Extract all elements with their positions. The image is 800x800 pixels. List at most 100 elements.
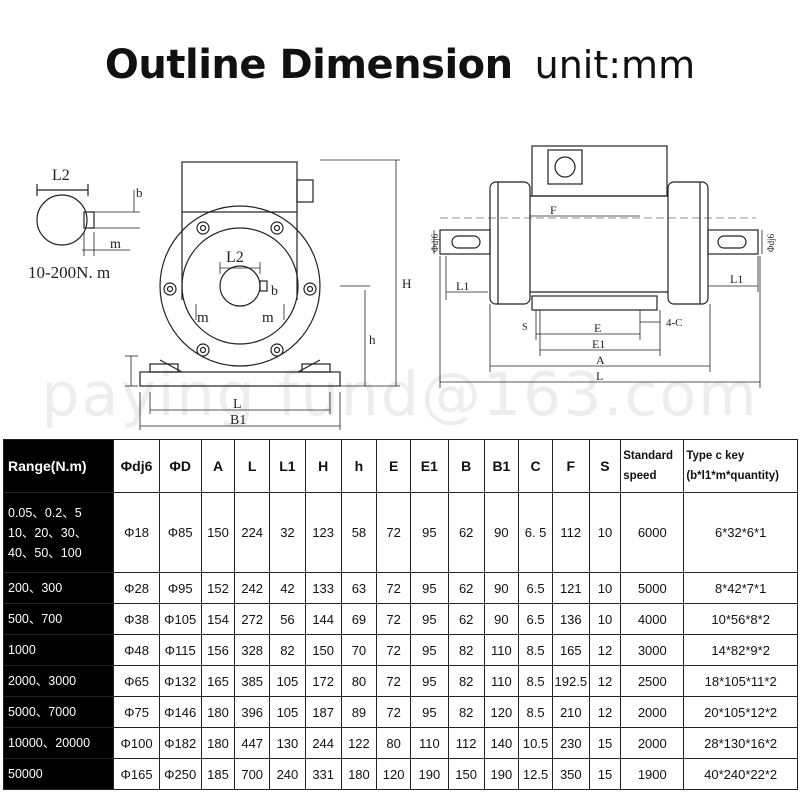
cell-key: 28*130*16*2 [683, 727, 798, 759]
cell-dj6: Φ28 [113, 572, 160, 604]
cell-e: 72 [376, 603, 411, 635]
cell-f: 121 [551, 572, 590, 604]
cell-l1: 82 [269, 634, 306, 666]
col-header-d: ΦD [158, 439, 202, 493]
cell-l: 700 [234, 758, 271, 790]
cell-h-lower: 80 [340, 665, 378, 697]
cell-b1: 110 [483, 665, 520, 697]
cell-s: 10 [588, 492, 622, 573]
cell-s: 12 [588, 696, 622, 728]
cell-e1: 95 [409, 696, 449, 728]
table-row: 10000、20000 Φ100 Φ182 180 447 130 244 12… [2, 727, 798, 759]
cell-l1: 105 [269, 665, 306, 697]
cell-b: 150 [447, 758, 485, 790]
front-label-m-left: m [197, 310, 209, 326]
cell-d: Φ95 [158, 572, 202, 604]
cell-b1: 110 [483, 634, 520, 666]
outline-drawing: L2 b m 10-200N. m L2 b m m H h L B1 F Φd… [28, 145, 776, 430]
col-header-e1: E1 [409, 439, 449, 493]
cell-b: 62 [447, 603, 485, 635]
cell-c: 12.5 [518, 758, 553, 790]
cell-l: 272 [234, 603, 271, 635]
cell-e: 72 [376, 665, 411, 697]
cell-c: 10.5 [518, 727, 553, 759]
col-header-b: B [447, 439, 485, 493]
cell-s: 12 [588, 665, 622, 697]
cell-a: 165 [200, 665, 236, 697]
cell-range-line1: 0.05、0.2、5 [8, 505, 82, 520]
col-header-c: C [518, 439, 553, 493]
front-label-b: b [271, 284, 278, 299]
col-header-key-line2: (b*l1*m*quantity) [686, 470, 779, 482]
cell-key: 10*56*8*2 [683, 603, 798, 635]
col-header-speed-line2: speed [623, 470, 657, 482]
cell-e: 72 [376, 696, 411, 728]
cell-c: 6.5 [518, 572, 553, 604]
range-note: 10-200N. m [28, 263, 110, 282]
col-header-l: L [234, 439, 271, 493]
cell-h-lower: 58 [340, 492, 378, 573]
dim-label-l: L [233, 397, 242, 412]
cell-c: 6. 5 [518, 492, 553, 573]
col-header-speed: Standard speed [620, 439, 685, 493]
cell-range: 5000、7000 [2, 696, 115, 728]
cell-d: Φ115 [158, 634, 202, 666]
side-label-f: F [550, 203, 557, 217]
cell-range-line3: 40、50、100 [8, 545, 82, 560]
col-header-h-lower: h [340, 439, 378, 493]
cell-speed: 2000 [620, 696, 685, 728]
key-label-b: b [136, 185, 143, 200]
cell-b: 112 [447, 727, 485, 759]
table-header-row: Range(N.m) Φdj6 ΦD A L L1 H h E E1 B B1 … [2, 439, 798, 493]
key-label-m: m [110, 237, 121, 252]
cell-h-lower: 69 [340, 603, 378, 635]
col-header-h-upper: H [304, 439, 342, 493]
cell-b: 82 [447, 665, 485, 697]
col-header-f: F [551, 439, 590, 493]
cell-h-upper: 150 [304, 634, 342, 666]
key-detail [36, 184, 140, 256]
cell-l: 224 [234, 492, 271, 573]
cell-l: 447 [234, 727, 271, 759]
title-unit: unit:mm [534, 43, 696, 87]
cell-range: 2000、3000 [2, 665, 115, 697]
cell-l1: 42 [269, 572, 306, 604]
cell-dj6: Φ165 [113, 758, 160, 790]
cell-speed: 5000 [620, 572, 685, 604]
cell-range: 200、300 [2, 572, 115, 604]
cell-a: 154 [200, 603, 236, 635]
col-header-l1: L1 [269, 439, 306, 493]
cell-b1: 120 [483, 696, 520, 728]
side-label-a: A [596, 353, 605, 367]
cell-a: 150 [200, 492, 236, 573]
table-row: 0.05、0.2、5 10、20、30、 40、50、100 Φ18 Φ85 1… [2, 492, 798, 573]
cell-h-lower: 89 [340, 696, 378, 728]
side-label-s: S [522, 322, 528, 333]
cell-l: 385 [234, 665, 271, 697]
cell-h-lower: 122 [340, 727, 378, 759]
col-header-e: E [376, 439, 411, 493]
cell-e1: 110 [409, 727, 449, 759]
cell-h-upper: 144 [304, 603, 342, 635]
cell-h-lower: 180 [340, 758, 378, 790]
side-label-dj6-right: Φdj6 [766, 233, 776, 252]
cell-dj6: Φ75 [113, 696, 160, 728]
cell-a: 180 [200, 727, 236, 759]
cell-b: 82 [447, 696, 485, 728]
cell-l1: 56 [269, 603, 306, 635]
cell-speed: 2500 [620, 665, 685, 697]
cell-e: 120 [376, 758, 411, 790]
dim-label-b1: B1 [230, 413, 246, 428]
cell-b: 62 [447, 572, 485, 604]
col-header-key: Type c key (b*l1*m*quantity) [683, 439, 798, 493]
cell-e: 72 [376, 634, 411, 666]
cell-h-upper: 331 [304, 758, 342, 790]
cell-c: 8.5 [518, 665, 553, 697]
cell-s: 10 [588, 572, 622, 604]
cell-speed: 1900 [620, 758, 685, 790]
cell-b1: 90 [483, 492, 520, 573]
table-row: 50000 Φ165 Φ250 185 700 240 331 180 120 … [2, 758, 798, 790]
cell-d: Φ132 [158, 665, 202, 697]
cell-a: 180 [200, 696, 236, 728]
